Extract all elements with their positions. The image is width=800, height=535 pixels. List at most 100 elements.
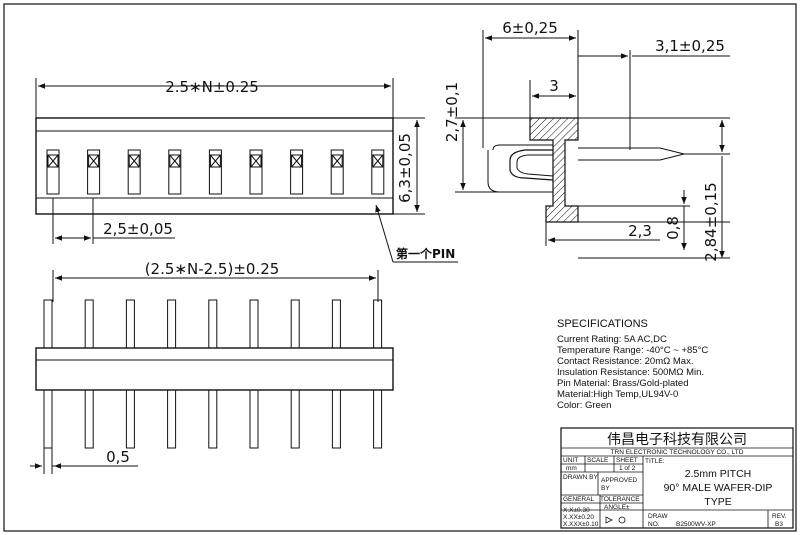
company-en: TRN ELECTRONIC TECHNOLOGY CO., LTD — [611, 449, 744, 456]
title-block — [560, 427, 794, 529]
pin-upper — [331, 299, 341, 349]
top-pin — [87, 149, 101, 195]
pin-square — [47, 154, 59, 168]
pin-cross — [88, 154, 99, 168]
top-pin — [168, 149, 182, 195]
side-view — [455, 30, 730, 259]
pin-width-dim: 0,5 — [106, 448, 130, 466]
pin-cross — [291, 154, 302, 168]
pin-upper — [125, 299, 135, 349]
bottom-pin — [208, 299, 218, 449]
title-label: TITLE: — [645, 458, 665, 465]
foot-dim: 0,8 — [664, 216, 682, 240]
pitch-dim: 2,5±0,05 — [103, 220, 173, 238]
pin-upper — [208, 299, 218, 349]
first-pin-label: 第一个PIN — [396, 246, 455, 261]
pin-slot — [208, 149, 222, 195]
pin-lower — [208, 389, 218, 449]
bottom-pin — [84, 299, 94, 449]
sheet-value: 1 of 2 — [619, 465, 636, 472]
bottom-pin — [167, 299, 177, 449]
top-pins — [46, 149, 385, 195]
approved-by: BY — [601, 485, 610, 492]
bottom-pin — [373, 299, 383, 449]
bottom-pins — [43, 299, 383, 449]
spec-line: Current Rating: 5A AC,DC — [557, 334, 667, 345]
title-line-1: 2.5mm PITCH — [685, 468, 752, 480]
pin-cross — [372, 154, 384, 168]
pin-square — [331, 154, 343, 168]
drawing-no: B2500WV-XP — [676, 521, 716, 528]
unit-label: UNIT — [563, 457, 578, 464]
pin-square — [372, 154, 384, 168]
no-label: NO. — [648, 521, 660, 528]
top-pin — [290, 149, 304, 195]
pin-upper — [84, 299, 94, 349]
pin-slot — [87, 149, 101, 195]
draw-label: DRAW — [648, 513, 668, 520]
pin-upper — [249, 299, 259, 349]
top-view — [35, 78, 458, 263]
pin-height-dim: 2,84±0,15 — [702, 182, 720, 261]
side-height-dim: 2,7±0,1 — [443, 82, 461, 142]
pin-lower — [290, 389, 300, 449]
approved: APPROVED — [601, 477, 637, 484]
spec-line: Contact Resistance: 20mΩ Max. — [557, 356, 693, 367]
title-line-3: TYPE — [704, 496, 731, 508]
rev-value: B3 — [775, 521, 783, 528]
offset-dim: 3,1±0,25 — [655, 37, 725, 55]
pin-lower — [249, 389, 259, 449]
top-pin — [371, 149, 385, 195]
sheet-label: SHEET — [616, 457, 638, 464]
pin-cross — [169, 154, 181, 168]
bottom-span-dim: (2.5∗N-2.5)±0.25 — [145, 260, 280, 278]
pin-slot — [371, 149, 385, 195]
spec-line: Insulation Resistance: 500MΩ Min. — [557, 367, 704, 378]
pin-lower — [331, 389, 341, 449]
pin-square — [169, 154, 181, 168]
top-pin — [249, 149, 263, 195]
tol-1: X.X±0.30 — [563, 507, 590, 514]
bottom-pin — [125, 299, 135, 449]
scale-label: SCALE — [587, 457, 609, 464]
spec-line: Color: Green — [557, 400, 611, 411]
pin-cross — [331, 154, 343, 168]
pin-cross — [210, 154, 221, 168]
tol-3: X.XXX±0.10 — [563, 521, 599, 528]
pin-lower — [84, 389, 94, 449]
drawn-by: DRAWN BY — [563, 474, 598, 481]
spec-title: SPECIFICATIONS — [557, 318, 648, 330]
pin-upper — [43, 299, 53, 349]
general-label: GENERAL — [563, 496, 594, 503]
top-pin — [46, 149, 60, 195]
pin-slot — [127, 149, 141, 195]
spec-line: Temperature Range: -40°C ~ +85°C — [557, 345, 708, 356]
company-cn: 伟昌电子科技有限公司 — [607, 432, 747, 448]
pin-slot — [330, 149, 344, 195]
pin-square — [250, 154, 262, 168]
spec-line: Material:High Temp,UL94V-0 — [557, 389, 678, 400]
sheet-border — [3, 3, 797, 532]
pin-lower — [125, 389, 135, 449]
pin-square — [128, 154, 140, 168]
title-line-2: 90° MALE WAFER-DIP — [664, 482, 773, 494]
pin-upper — [167, 299, 177, 349]
pin-slot — [249, 149, 263, 195]
bottom-pin — [249, 299, 259, 449]
top-pin — [127, 149, 141, 195]
top-width-dim: 2.5∗N±0.25 — [165, 78, 259, 96]
pin-lower — [167, 389, 177, 449]
pin-cross — [250, 154, 262, 168]
spec-line: Pin Material: Brass/Gold-plated — [557, 378, 688, 389]
inner-dim: 3 — [549, 77, 559, 95]
pin-slot — [46, 149, 60, 195]
base-dim: 2,3 — [628, 222, 652, 240]
top-pin — [330, 149, 344, 195]
rev-label: REV. — [772, 513, 787, 520]
tol-2: X.XX±0.20 — [563, 514, 594, 521]
pin-square — [291, 154, 303, 168]
pin-slot — [290, 149, 304, 195]
depth-dim: 6±0,25 — [502, 19, 558, 37]
